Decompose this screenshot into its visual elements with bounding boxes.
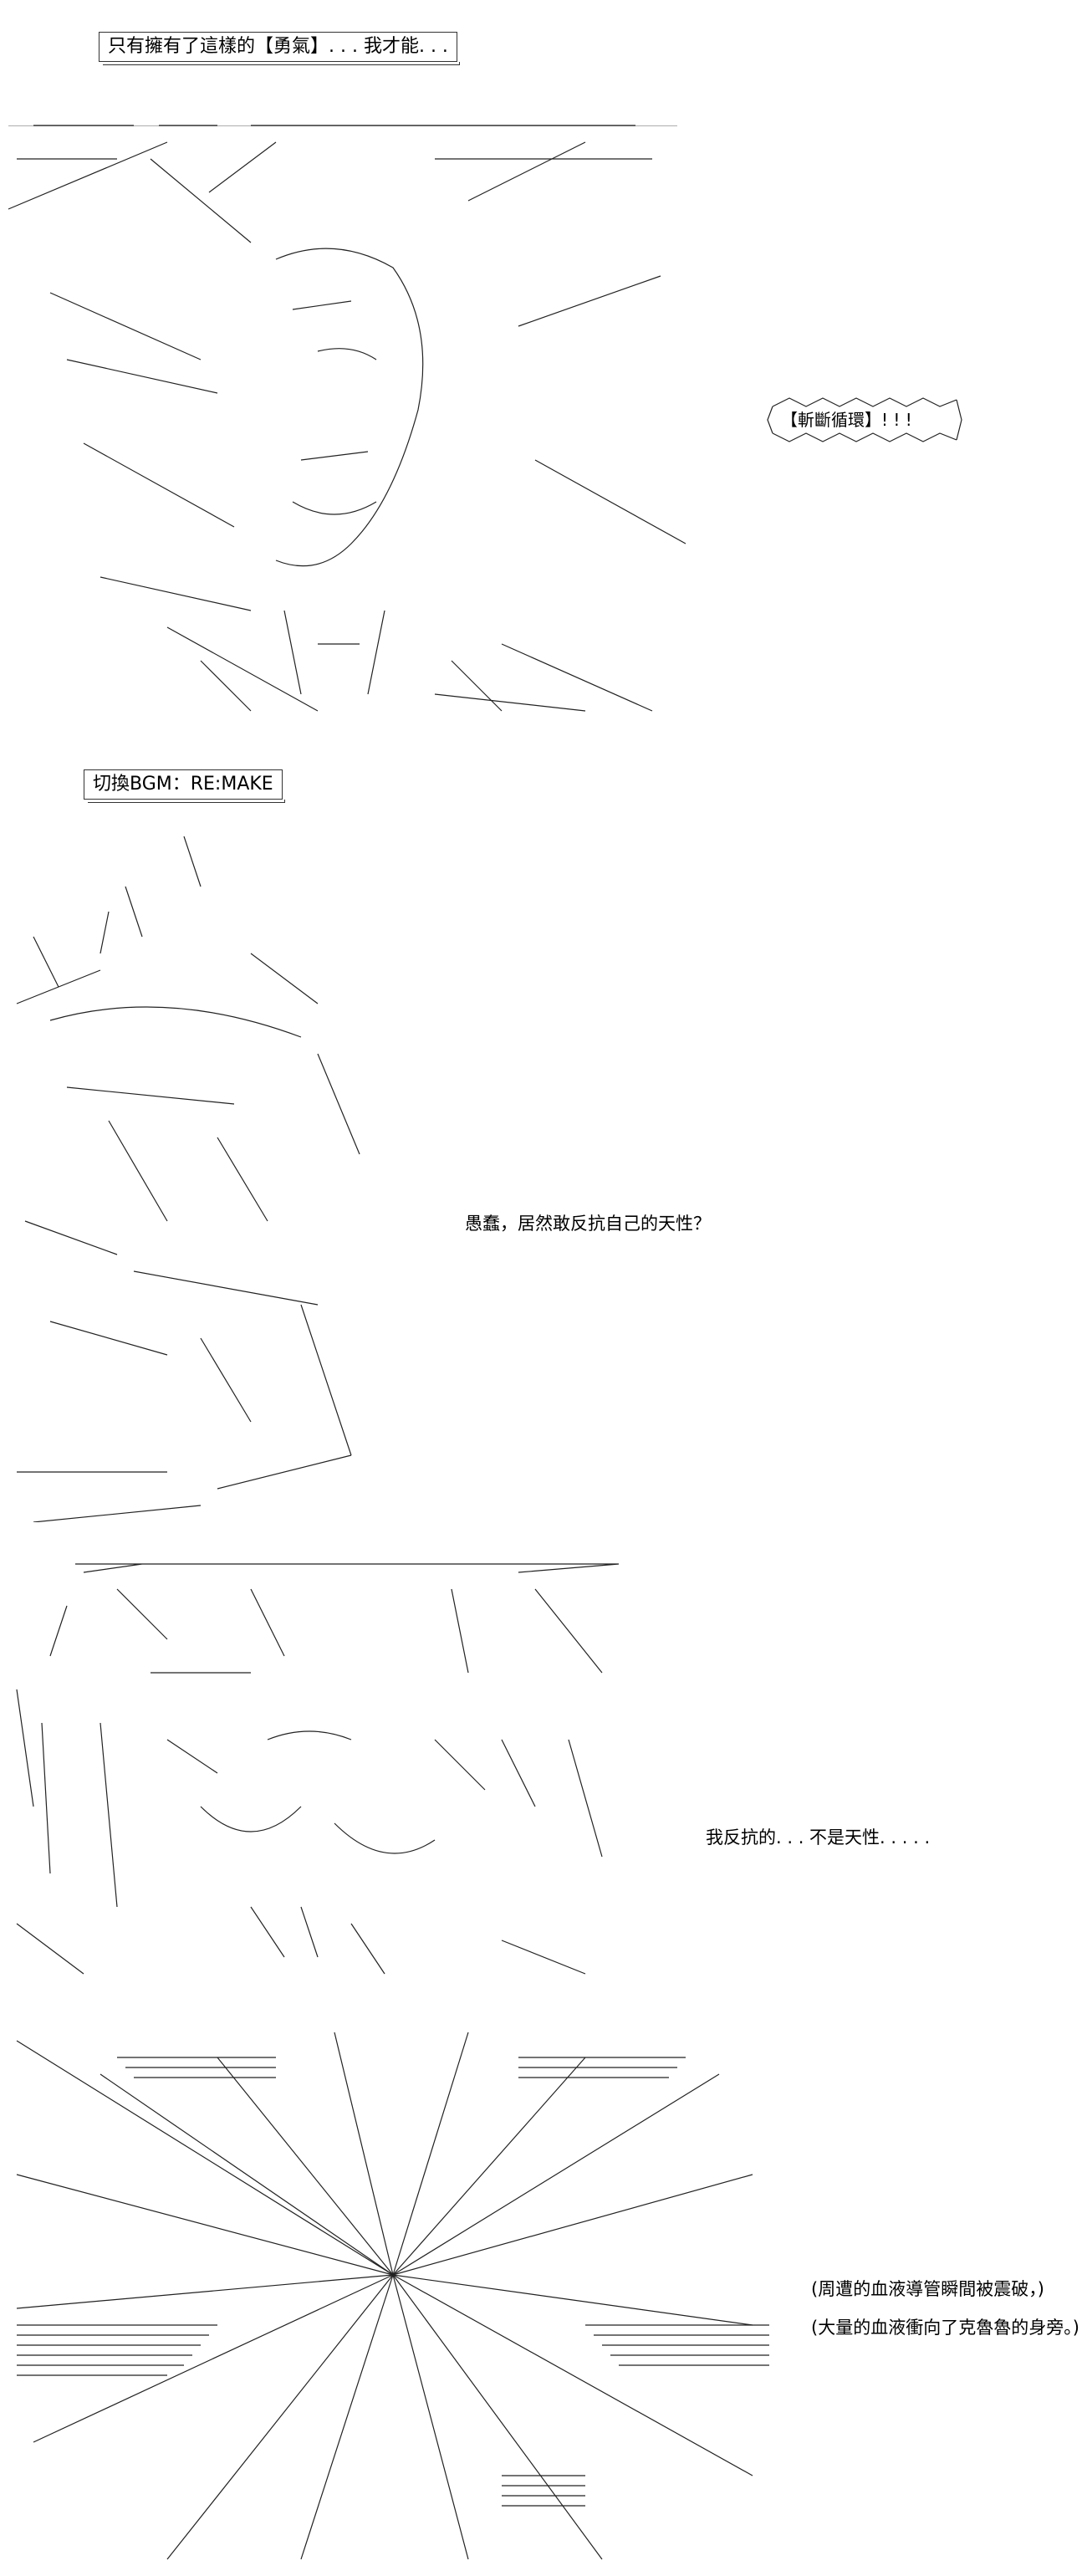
- narration-line-2: (大量的血液衝向了克魯魯的身旁。): [811, 2318, 1079, 2338]
- burst-lines: [16, 2032, 753, 2560]
- dialogue-line: 我反抗的. . . 不是天性. . . . .: [706, 1827, 931, 1848]
- panel-1: 只有擁有了這樣的【勇氣】. . . 我才能. . . 【斬斷循環】! ! !: [0, 0, 1087, 736]
- narration-line-1: (周遭的血液導管瞬間被震破，): [811, 2279, 1044, 2299]
- panel-2: 切換BGM：RE:MAKE 愚蠢，居然敢反抗自己的天性？: [0, 753, 1087, 1539]
- panel-4: (周遭的血液導管瞬間被震破，) (大量的血液衝向了克魯魯的身旁。): [0, 2007, 1087, 2576]
- shout-bubble: 【斬斷循環】! ! !: [767, 397, 962, 442]
- dialogue-line: 愚蠢，居然敢反抗自己的天性？: [465, 1214, 711, 1234]
- caption-box: 只有擁有了這樣的【勇氣】. . . 我才能. . .: [99, 32, 460, 65]
- panel-3: 我反抗的. . . 不是天性. . . . .: [0, 1556, 1087, 2024]
- caption-box: 切換BGM：RE:MAKE: [84, 769, 285, 803]
- ascii-art-blood-burst: [16, 2032, 769, 2560]
- ascii-art-figure: [16, 836, 360, 1522]
- ascii-art-kururu-face: [8, 125, 686, 712]
- shout-text: 【斬斷循環】! ! !: [781, 410, 912, 430]
- hatched-blocks: [17, 2057, 769, 2507]
- ascii-art-close-up: [16, 1563, 620, 1975]
- spiky-bubble-icon: [767, 397, 962, 442]
